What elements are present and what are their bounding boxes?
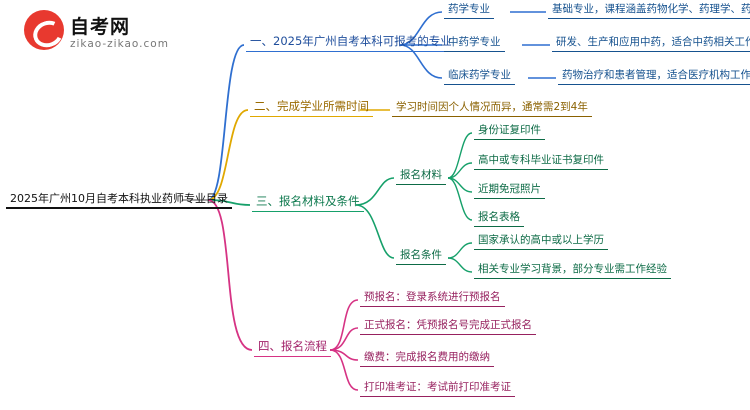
branch-3-child-1[interactable]: 报名材料 (396, 167, 446, 185)
branch-4-child-2[interactable]: 正式报名：凭预报名号完成正式报名 (360, 317, 536, 335)
mindmap-root[interactable]: 2025年广州10月自考本科执业药师专业目录 (6, 190, 232, 210)
branch-4-child-3[interactable]: 缴费：完成报名费用的缴纳 (360, 349, 494, 367)
branch-3-child-2-leaf-2[interactable]: 相关专业学习背景，部分专业需工作经验 (474, 261, 671, 279)
branch-3-child-1-leaf-3[interactable]: 近期免冠照片 (474, 181, 545, 199)
branch-2-label[interactable]: 二、完成学业所需时间 (250, 98, 373, 117)
branch-4-child-1[interactable]: 预报名：登录系统进行预报名 (360, 289, 505, 307)
logo-title: 自考网 (70, 16, 131, 38)
branch-1-child-1[interactable]: 药学专业 (444, 1, 494, 19)
branch-3-child-2[interactable]: 报名条件 (396, 247, 446, 265)
branch-3-child-1-leaf-4[interactable]: 报名表格 (474, 209, 524, 227)
branch-3-child-1-leaf-1[interactable]: 身份证复印件 (474, 122, 545, 140)
branch-3-child-2-leaf-1[interactable]: 国家承认的高中或以上学历 (474, 232, 608, 250)
branch-3-label[interactable]: 三、报名材料及条件 (252, 193, 364, 212)
branch-1-child-2[interactable]: 中药学专业 (444, 34, 505, 52)
branch-1-label[interactable]: 一、2025年广州自考本科可报考的专业 (246, 33, 456, 52)
branch-1-child-3[interactable]: 临床药学专业 (444, 67, 515, 85)
site-logo: 自考网 zikao-zikao.com (24, 8, 214, 60)
branch-2-child-1[interactable]: 学习时间因个人情况而异，通常需2到4年 (392, 99, 592, 117)
branch-1-child-1-leaf-1[interactable]: 基础专业，课程涵盖药物化学、药理学、药剂学等 (548, 1, 750, 19)
branch-4-child-4[interactable]: 打印准考证：考试前打印准考证 (360, 379, 515, 397)
logo-domain: zikao-zikao.com (70, 38, 169, 50)
branch-1-child-2-leaf-1[interactable]: 研发、生产和应用中药，适合中药相关工作 (552, 34, 750, 52)
logo-mark-icon (24, 10, 64, 50)
branch-4-label[interactable]: 四、报名流程 (254, 338, 331, 357)
branch-1-child-3-leaf-1[interactable]: 药物治疗和患者管理，适合医疗机构工作 (558, 67, 750, 85)
branch-3-child-1-leaf-2[interactable]: 高中或专科毕业证书复印件 (474, 152, 608, 170)
